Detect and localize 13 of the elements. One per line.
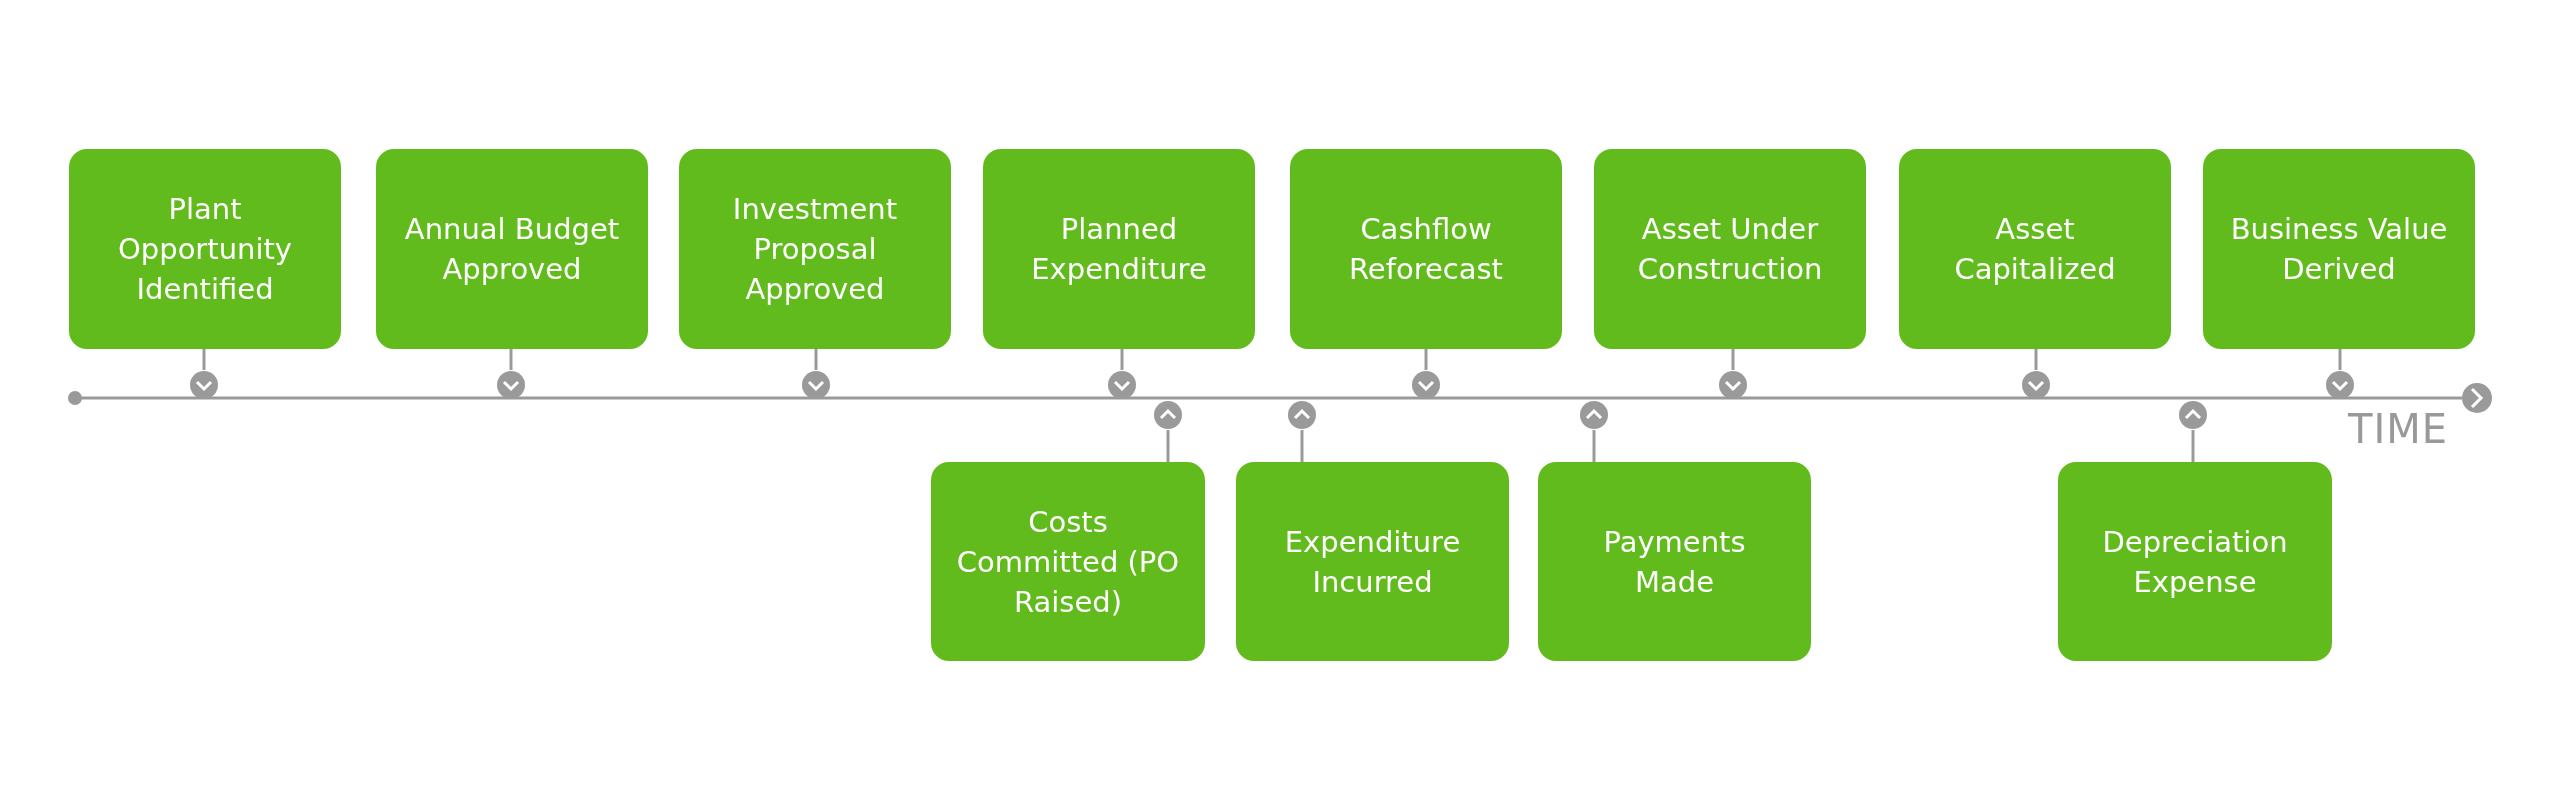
step-box: Depreciation Expense (2058, 462, 2332, 661)
step-box: Planned Expenditure (983, 149, 1255, 349)
step-box: Expenditure Incurred (1236, 462, 1509, 661)
step-box: Asset Capitalized (1899, 149, 2171, 349)
step-box: Cashflow Reforecast (1290, 149, 1562, 349)
axis-label: TIME (2348, 406, 2448, 452)
step-box: Plant Opportunity Identified (69, 149, 341, 349)
step-box: Payments Made (1538, 462, 1811, 661)
step-box: Business Value Derived (2203, 149, 2475, 349)
step-box: Asset Under Construction (1594, 149, 1866, 349)
step-box: Costs Committed (PO Raised) (931, 462, 1205, 661)
step-box: Investment Proposal Approved (679, 149, 951, 349)
step-box: Annual Budget Approved (376, 149, 648, 349)
